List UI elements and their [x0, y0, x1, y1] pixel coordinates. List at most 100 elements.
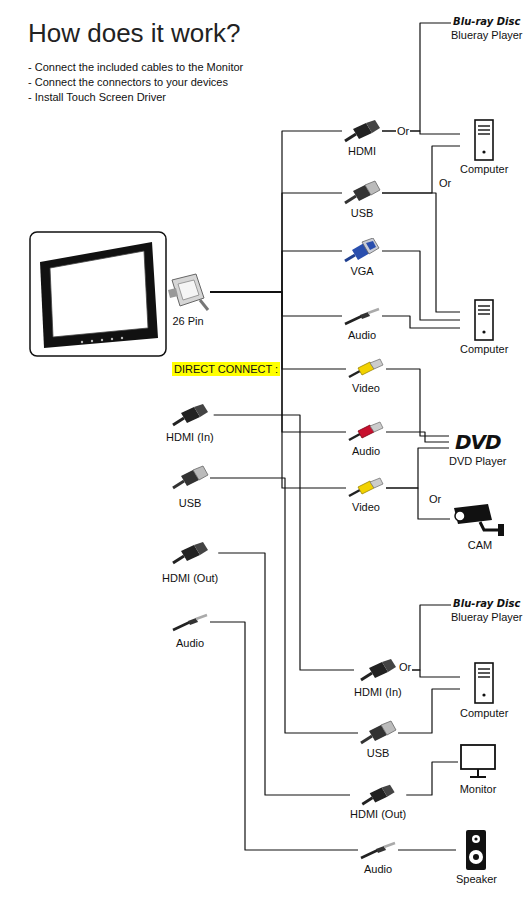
- pin-connector: 26 Pin: [166, 270, 210, 328]
- cable-connector: HDMI: [342, 118, 382, 158]
- cable-line: [210, 292, 346, 369]
- monitor-outline: [30, 232, 166, 356]
- computer-icon: [475, 663, 493, 703]
- cable-connector: USB: [358, 720, 398, 760]
- monitor-screen: [50, 251, 148, 337]
- instruction-line: - Connect the included cables to the Mon…: [28, 60, 243, 74]
- node-label: HDMI (In): [166, 430, 214, 444]
- or-label: Or: [428, 492, 442, 506]
- dvi-connector-icon: [168, 274, 208, 310]
- cable-connector: Audio: [342, 304, 382, 342]
- device: Computer: [460, 298, 508, 356]
- hdmi-icon: [361, 659, 396, 680]
- node-label: Speaker: [456, 872, 497, 886]
- cable-connector: USB: [170, 460, 210, 510]
- cable-line: [382, 146, 460, 193]
- node-label: Blueray Player: [451, 610, 523, 624]
- cable-line: [382, 131, 460, 134]
- cable-line: [210, 292, 346, 488]
- node-label: Computer: [460, 342, 508, 356]
- cable-line: [382, 193, 460, 312]
- device: Speaker: [456, 828, 497, 886]
- camera-icon: [454, 504, 504, 536]
- node-label: VGA: [342, 264, 382, 278]
- usb-icon: [361, 721, 396, 743]
- device: Blu-ray DiscBlueray Player: [451, 598, 523, 624]
- cable-connector: Audio: [170, 608, 210, 650]
- device: Blu-ray DiscBlueray Player: [451, 16, 523, 42]
- cable-connector: HDMI (Out): [350, 783, 406, 821]
- cable-line: [382, 251, 460, 320]
- direct-connect-heading: DIRECT CONNECT :: [172, 362, 280, 376]
- cable-line: [210, 251, 342, 292]
- cable-connector: USB: [342, 180, 382, 220]
- node-label: HDMI (Out): [162, 571, 218, 585]
- audio-jack-icon: [345, 309, 379, 324]
- cable-line: [398, 689, 460, 733]
- node-label: USB: [358, 746, 398, 760]
- node-label: Audio: [170, 636, 210, 650]
- node-label: HDMI (Out): [350, 807, 406, 821]
- or-label: Or: [398, 660, 412, 674]
- node-label: Computer: [460, 162, 508, 176]
- computer-icon: [475, 120, 493, 160]
- cable-connector: Audio: [358, 838, 398, 876]
- rca-audio-icon: [349, 422, 383, 440]
- audio-jack-icon: [361, 843, 395, 858]
- instruction-line: - Connect the connectors to your devices: [28, 75, 228, 89]
- cable-connector: Video: [346, 476, 386, 514]
- cable-line: [210, 131, 342, 292]
- node-label: Monitor: [458, 782, 498, 796]
- computer-icon: [475, 300, 493, 340]
- cable-line: [398, 850, 456, 851]
- cable-connector: HDMI (In): [166, 400, 214, 444]
- node-label: Computer: [460, 706, 508, 720]
- monitor-bezel: [40, 242, 158, 348]
- rca-video-icon: [349, 478, 383, 496]
- monitor-icon: [461, 745, 495, 777]
- monitor-buttons: [81, 337, 123, 343]
- hdmi-icon: [173, 542, 208, 563]
- cable-line: [210, 478, 358, 733]
- node-label: Video: [346, 500, 386, 514]
- logo-text: Blu-ray Disc: [451, 598, 523, 610]
- node-label: USB: [170, 496, 210, 510]
- cable-line: [386, 488, 450, 519]
- hdmi-icon: [362, 785, 394, 804]
- audio-jack-icon: [173, 615, 207, 630]
- node-label: Audio: [342, 328, 382, 342]
- device: CAM: [450, 500, 510, 552]
- cable-connector: HDMI (In): [354, 655, 402, 699]
- or-label: Or: [438, 176, 452, 190]
- cable-line: [406, 762, 458, 795]
- node-label: DVD Player: [449, 454, 506, 468]
- logo-text: Blu-ray Disc: [451, 16, 523, 28]
- cable-connector: Audio: [346, 420, 386, 458]
- device: Monitor: [458, 742, 498, 796]
- speaker-icon: [466, 830, 486, 870]
- or-label: Or: [396, 124, 410, 138]
- node-label: Audio: [358, 862, 398, 876]
- device: Computer: [460, 660, 508, 720]
- node-label: USB: [342, 206, 382, 220]
- cable-connector: HDMI (Out): [162, 535, 218, 585]
- cable-line: [218, 553, 350, 795]
- cable-line: [210, 292, 342, 316]
- vga-icon: [345, 238, 379, 261]
- cable-connector: Video: [346, 357, 386, 395]
- node-label: Video: [346, 381, 386, 395]
- instruction-line: - Install Touch Screen Driver: [28, 90, 166, 104]
- usb-icon: [173, 466, 208, 488]
- cable-line: [386, 448, 449, 488]
- hdmi-icon: [345, 120, 380, 141]
- node-label: CAM: [450, 538, 510, 552]
- node-label: HDMI (In): [354, 685, 402, 699]
- cable-line: [386, 432, 449, 442]
- node-label: 26 Pin: [166, 314, 210, 328]
- cable-line: [386, 369, 449, 436]
- device: DVDDVD Player: [449, 430, 506, 468]
- cable-line: [210, 622, 358, 850]
